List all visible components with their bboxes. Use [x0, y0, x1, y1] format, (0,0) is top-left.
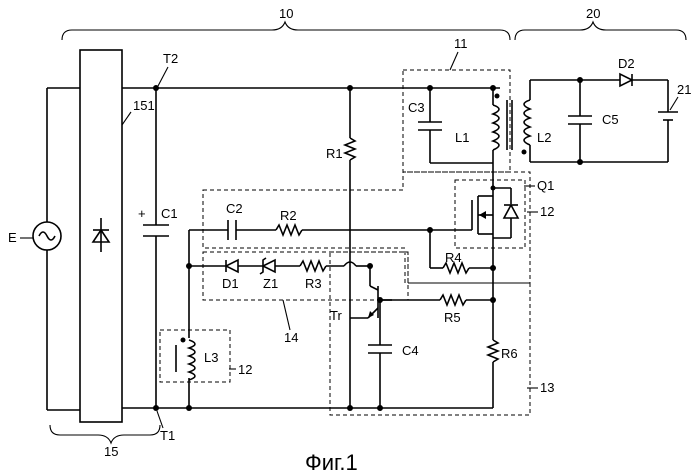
terminal-t2: T2: [163, 51, 178, 66]
label-12a: 12: [540, 204, 554, 219]
rectifier-diode-icon: [93, 218, 109, 252]
label-d2: D2: [618, 56, 635, 71]
inductor-l2-icon: [524, 100, 530, 145]
block-12-l3: [160, 330, 230, 382]
label-151: 151: [133, 98, 155, 113]
resistor-r3-icon: [300, 261, 326, 271]
label-c2: C2: [226, 201, 243, 216]
brace-10-label: 10: [279, 6, 293, 21]
source-label: E: [8, 230, 17, 245]
label-r5: R5: [444, 310, 461, 325]
label-13: 13: [540, 380, 554, 395]
zener-z1-icon: [260, 258, 275, 274]
brace-15-label: 15: [104, 444, 118, 459]
label-14: 14: [284, 330, 298, 345]
label-l1: L1: [455, 130, 469, 145]
label-d1: D1: [222, 276, 239, 291]
block-13-dashed: [330, 252, 530, 415]
inductor-l1-icon: [493, 105, 499, 150]
resistor-r1-icon: [345, 138, 355, 160]
label-r4: R4: [445, 250, 462, 265]
resistor-r6-icon: [488, 340, 498, 362]
label-c5: C5: [602, 112, 619, 127]
brace-10: 10: [62, 6, 510, 40]
label-r3: R3: [305, 276, 322, 291]
diode-d1-icon: [226, 260, 238, 272]
label-r6: R6: [501, 346, 518, 361]
q1-body-diode-icon: [504, 205, 518, 218]
q1-box: [455, 180, 525, 248]
inductor-l3-icon: [189, 340, 195, 380]
diode-d2-icon: [620, 74, 632, 86]
label-12b: 12: [238, 362, 252, 377]
resistor-r5-icon: [440, 295, 466, 305]
label-r1: R1: [326, 146, 343, 161]
label-l2: L2: [537, 130, 551, 145]
label-c4: C4: [402, 343, 419, 358]
label-tr: Tr: [330, 308, 342, 323]
label-21: 21: [677, 82, 691, 97]
label-l3: L3: [204, 350, 218, 365]
brace-20: 20: [515, 6, 686, 40]
c1-plus: +: [138, 206, 146, 221]
label-q1: Q1: [537, 178, 554, 193]
label-11: 11: [454, 36, 468, 51]
brace-20-label: 20: [586, 6, 600, 21]
label-c1: C1: [161, 206, 178, 221]
figure-caption: Фиг.1: [305, 450, 358, 475]
label-z1: Z1: [263, 276, 278, 291]
terminal-t1: T1: [160, 428, 175, 443]
label-r2: R2: [280, 208, 297, 223]
brace-15: 15: [50, 425, 160, 459]
resistor-r2-icon: [276, 225, 302, 235]
label-c3: C3: [408, 100, 425, 115]
